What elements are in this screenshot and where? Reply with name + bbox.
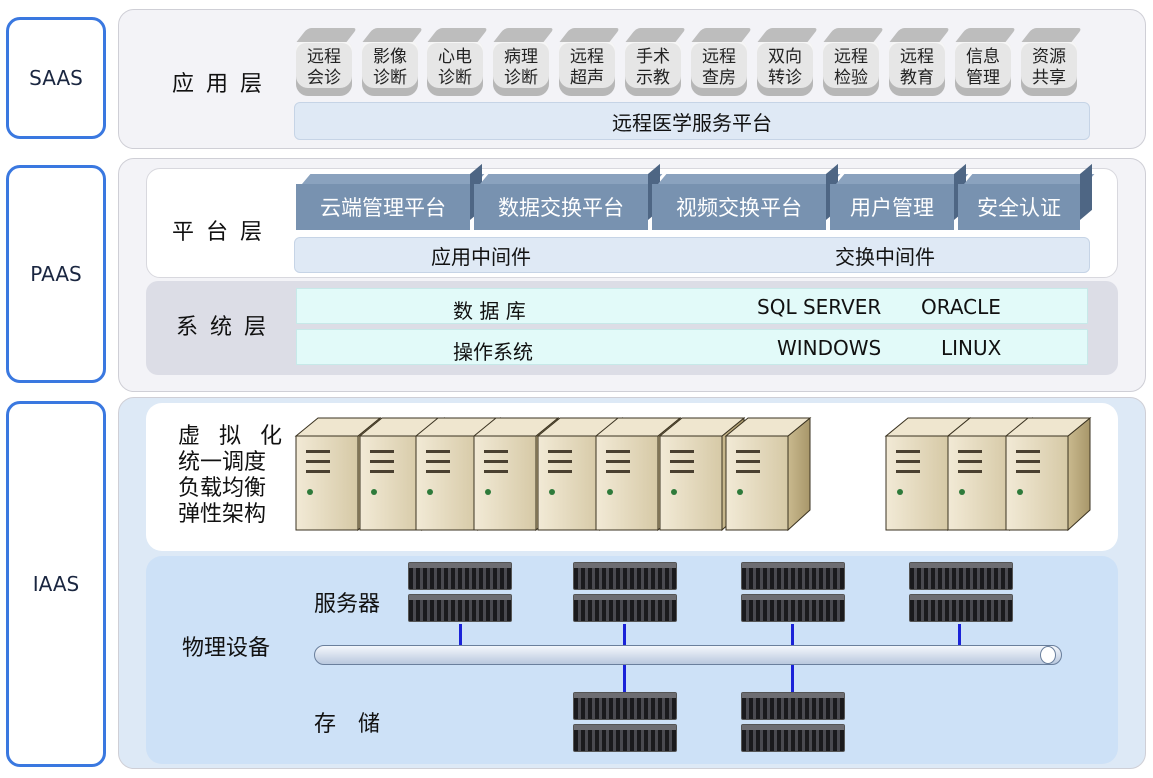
server-link-line: [958, 624, 961, 645]
app-chip: 双向转诊: [757, 40, 813, 96]
server-link-line: [623, 624, 626, 645]
app-chip: 影像诊断: [362, 40, 418, 96]
app-chip: 远程查房: [691, 40, 747, 96]
video-exchange-platform-box: 视频交换平台: [652, 184, 826, 230]
user-management-box: 用户管理: [830, 184, 954, 230]
application-layer-label: 应用层: [172, 72, 275, 97]
rack-server: [408, 562, 512, 624]
app-chip-line1: 双向: [768, 47, 802, 67]
os-row: 操作系统 WINDOWS LINUX: [296, 329, 1088, 365]
app-chip-line1: 资源: [1032, 47, 1066, 67]
app-chip-line2: 诊断: [504, 68, 538, 88]
exchange-middleware-label: 交换中间件: [835, 244, 935, 269]
app-chip-line1: 信息: [966, 47, 1000, 67]
network-bus-end: [1040, 646, 1056, 664]
data-exchange-platform-box: 数据交换平台: [474, 184, 648, 230]
physical-devices-label: 物理设备: [182, 636, 271, 661]
app-chip: 远程检验: [823, 40, 879, 96]
server-link-line: [459, 624, 462, 645]
app-chip-line2: 会诊: [307, 68, 341, 88]
app-chip: 手术示教: [625, 40, 681, 96]
storage-link-line: [791, 665, 794, 693]
app-chip: 远程教育: [889, 40, 945, 96]
database-row: 数 据 库 SQL SERVER ORACLE: [296, 288, 1088, 324]
app-chip-line2: 转诊: [768, 68, 802, 88]
app-chip-line1: 手术: [636, 47, 670, 67]
app-chip-line1: 影像: [373, 47, 407, 67]
app-chip-line1: 远程: [834, 47, 868, 67]
security-auth-box: 安全认证: [958, 184, 1080, 230]
app-chip-line2: 检验: [834, 68, 868, 88]
rack-server: [741, 562, 845, 624]
tower-server: [724, 416, 812, 532]
saas-label: SAAS: [6, 17, 106, 139]
app-middleware-label: 应用中间件: [431, 244, 531, 269]
database-label: 数 据 库: [453, 299, 526, 323]
app-chip-line2: 诊断: [438, 68, 472, 88]
storage-label: 存 储: [314, 712, 381, 737]
app-chip-line1: 病理: [504, 47, 538, 67]
tower-server: [1004, 416, 1092, 532]
storage-link-line: [623, 665, 626, 693]
app-chip: 远程超声: [559, 40, 615, 96]
platform-layer-label: 平台层: [172, 220, 275, 245]
middleware-bar: 应用中间件 交换中间件: [294, 237, 1090, 273]
iaas-label: IAAS: [6, 401, 106, 767]
app-chip-line1: 远程: [307, 47, 341, 67]
oracle-label: ORACLE: [921, 295, 1001, 319]
windows-label: WINDOWS: [777, 336, 882, 360]
app-chip: 远程会诊: [296, 40, 352, 96]
app-chip-line2: 诊断: [373, 68, 407, 88]
sql-server-label: SQL SERVER: [757, 295, 882, 319]
app-chip: 信息管理: [955, 40, 1011, 96]
os-label: 操作系统: [453, 340, 533, 364]
app-chip-line2: 管理: [966, 68, 1000, 88]
app-chip-line1: 远程: [900, 47, 934, 67]
servers-label: 服务器: [314, 592, 381, 617]
virtualization-label: 虚 拟 化 统一调度 负载均衡 弹性架构: [178, 424, 288, 527]
rack-server: [909, 562, 1013, 624]
app-chip: 资源共享: [1021, 40, 1077, 96]
app-chip-line1: 远程: [702, 47, 736, 67]
system-layer-label: 系统层: [176, 315, 279, 340]
app-chip-line1: 远程: [570, 47, 604, 67]
app-chip-line2: 查房: [702, 68, 736, 88]
paas-label: PAAS: [6, 165, 106, 383]
app-chip-line2: 超声: [570, 68, 604, 88]
storage-device: [573, 692, 677, 754]
server-link-line: [791, 624, 794, 645]
network-bus: [314, 645, 1062, 665]
rack-server: [573, 562, 677, 624]
remote-medical-platform-bar: 远程医学服务平台: [294, 102, 1090, 140]
cloud-management-platform-box: 云端管理平台: [296, 184, 470, 230]
app-chip-line2: 教育: [900, 68, 934, 88]
storage-device: [741, 692, 845, 754]
app-chip: 病理诊断: [493, 40, 549, 96]
linux-label: LINUX: [941, 336, 1002, 360]
app-chip-line1: 心电: [438, 47, 472, 67]
app-chip-line2: 共享: [1032, 68, 1066, 88]
app-chip-line2: 示教: [636, 68, 670, 88]
app-chip: 心电诊断: [427, 40, 483, 96]
